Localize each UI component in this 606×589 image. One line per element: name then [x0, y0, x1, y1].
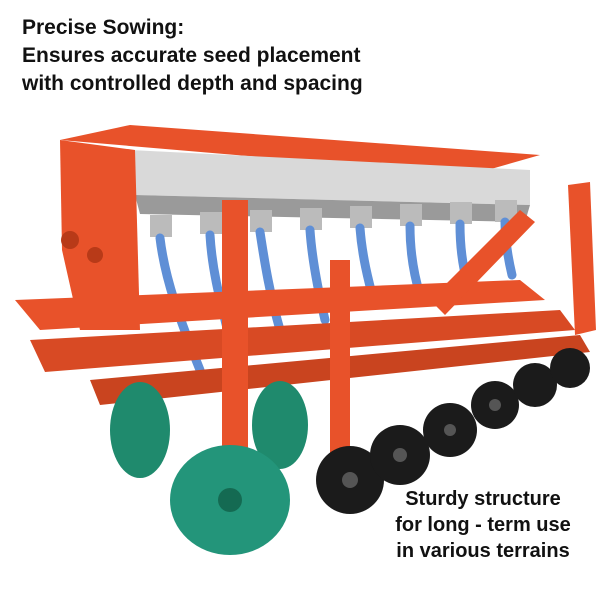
hitch-arm [430, 210, 535, 315]
caption-headline-line-1: Ensures accurate seed placement [22, 44, 361, 67]
side-knob-2 [87, 247, 103, 263]
green-wheel-hub [218, 488, 242, 512]
front-beam [15, 280, 545, 330]
green-wheel-mid [252, 381, 308, 469]
caption-footer-line-1: Sturdy structure [405, 488, 561, 510]
lower-beam [30, 310, 575, 372]
side-knob [61, 231, 79, 249]
hopper-front [130, 150, 530, 205]
caption-footer-line-3: in various terrains [396, 540, 570, 562]
caption-footer-line-2: for long - term use [395, 514, 571, 536]
disc-openers [316, 348, 590, 514]
caption-top: Precise Sowing: Ensures accurate seed pl… [22, 14, 422, 98]
caption-headline-line-2: with controlled depth and spacing [22, 72, 363, 95]
post-left [222, 200, 248, 450]
caption-bottom: Sturdy structure for long - term use in … [368, 486, 598, 564]
disc-hubs [342, 399, 501, 488]
side-plate [60, 140, 140, 330]
hitch-right [568, 182, 596, 335]
hopper-lid [60, 125, 540, 175]
post-mid [330, 260, 350, 460]
green-wheel-back [110, 382, 170, 478]
caption-headline: Precise Sowing: [22, 16, 185, 39]
seed-meters [150, 200, 517, 237]
